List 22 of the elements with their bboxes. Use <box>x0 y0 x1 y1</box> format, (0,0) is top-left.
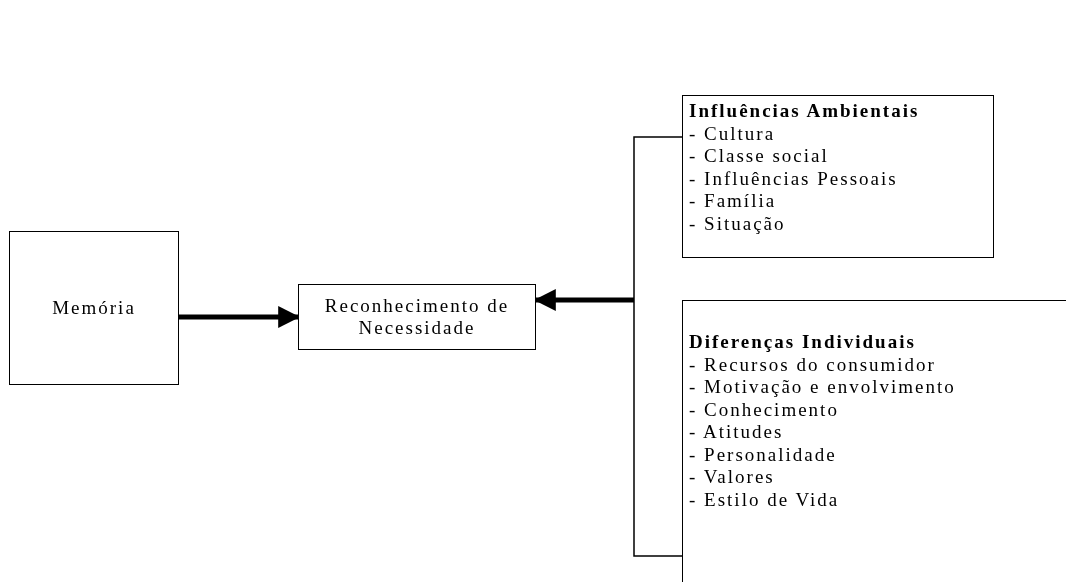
list-item: - Classe social <box>689 145 830 168</box>
list-item: - Atitudes <box>689 421 785 444</box>
list-item: - Personalidade <box>689 443 838 466</box>
box-heading: Influências Ambientais <box>689 100 921 123</box>
factor-list-box <box>682 300 1066 582</box>
list-item: - Valores <box>689 466 776 489</box>
list-item: - Família <box>689 190 778 213</box>
list-item: - Conhecimento <box>689 398 840 421</box>
list-item: - Motivação e envolvimento <box>689 376 957 399</box>
list-item: - Estilo de Vida <box>689 488 841 511</box>
bracket-line <box>633 136 683 301</box>
list-item: - Cultura <box>689 122 777 145</box>
process-box <box>9 231 179 385</box>
process-box <box>298 284 536 350</box>
list-item: - Recursos do consumidor <box>689 353 937 376</box>
box-heading: Diferenças Individuais <box>689 331 917 354</box>
box-label: Reconhecimento de Necessidade <box>323 294 511 340</box>
list-item: - Situação <box>689 212 787 235</box>
list-item: - Influências Pessoais <box>689 167 899 190</box>
factor-list-box <box>682 95 994 258</box>
box-label: Memória <box>52 296 136 320</box>
bracket-line <box>633 299 683 557</box>
